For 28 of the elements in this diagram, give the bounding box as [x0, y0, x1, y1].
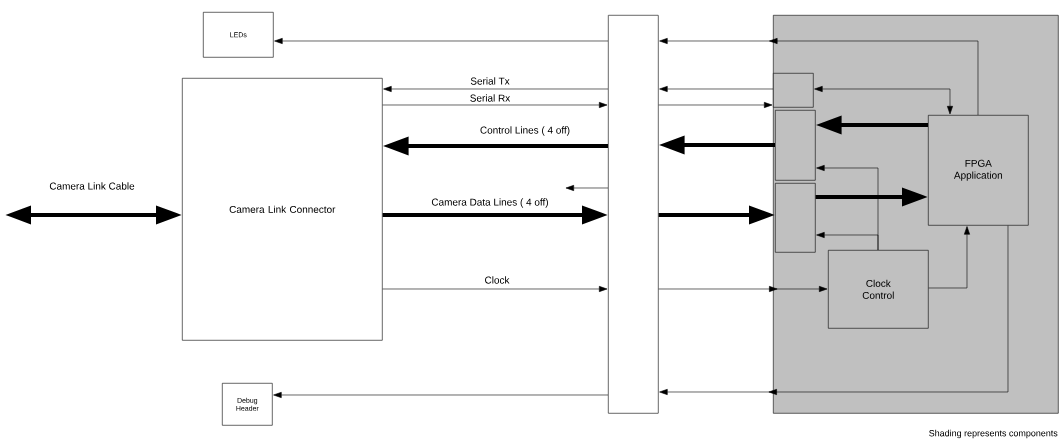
block-box [773, 73, 814, 108]
arrow [659, 38, 979, 116]
arrow [814, 86, 953, 115]
arrow [928, 226, 970, 289]
arrow [274, 38, 609, 44]
edge-label: Control Lines ( 4 off) [479, 125, 571, 137]
arrow [658, 102, 773, 108]
fpga-box: FPGA Application [928, 115, 1029, 226]
arrow [659, 86, 774, 92]
caption: Shading represents components [929, 429, 1058, 439]
arrow [382, 102, 608, 108]
arrow [659, 225, 1009, 395]
arrow [658, 286, 828, 292]
edge-label: Serial Tx [469, 76, 511, 86]
bus-bar [608, 15, 659, 414]
edge-label: Camera Data Lines ( 4 off) [430, 197, 550, 209]
connector-box: Camera Link Connector [182, 78, 383, 341]
arrow [383, 86, 609, 92]
arrow [816, 232, 879, 251]
edge-label: Serial Rx [469, 93, 511, 103]
arrow [273, 392, 609, 398]
clock-box: Clock Control [828, 250, 929, 329]
edge-label: Clock [484, 275, 510, 285]
block-box [775, 183, 816, 253]
edge-label: Camera Link Cable [48, 181, 136, 191]
block-box [775, 110, 816, 181]
arrow [382, 286, 608, 292]
arrow [565, 185, 609, 191]
